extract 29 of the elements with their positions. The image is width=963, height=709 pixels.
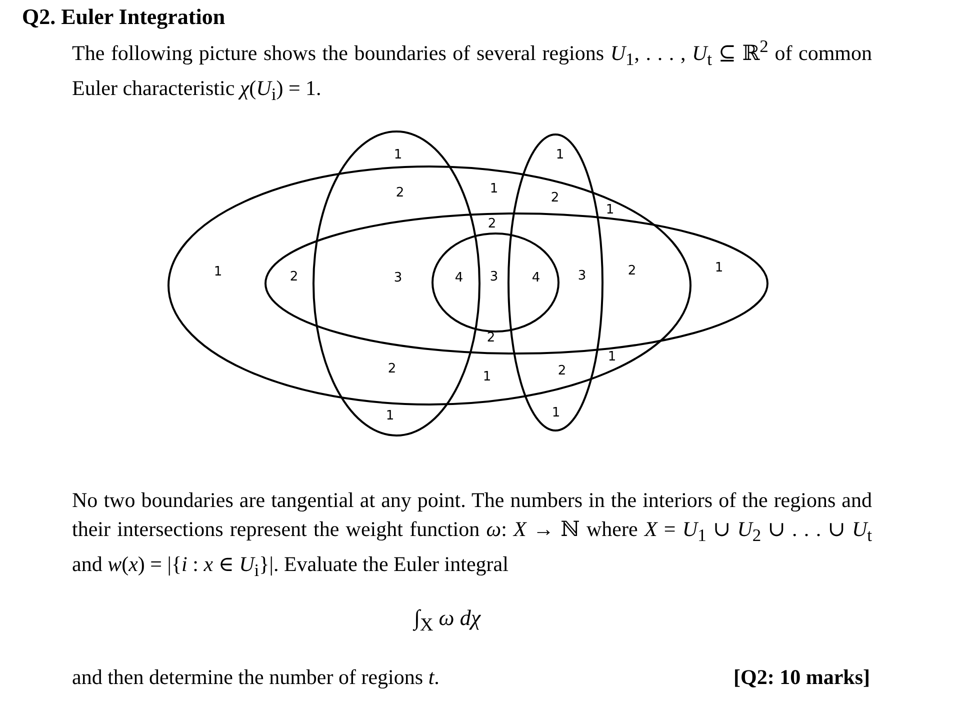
region-weight: 3	[578, 268, 586, 284]
marks-label: [Q2: 10 marks]	[732, 665, 870, 690]
region-weight: 1	[606, 202, 614, 218]
region-weight: 1	[556, 148, 564, 162]
region-weight: 4	[532, 270, 540, 286]
region-weight: 1	[214, 264, 222, 280]
region-weight: 1	[552, 406, 560, 420]
region-weight: 1	[386, 408, 394, 424]
region-weight: 1	[394, 148, 402, 162]
region-weight: 1	[608, 350, 616, 364]
region-weight: 2	[290, 270, 298, 284]
region-weight: 2	[488, 216, 496, 232]
region-weight: 1	[714, 260, 724, 276]
region-weight: 2	[550, 190, 560, 206]
region-weight: 1	[490, 182, 498, 196]
region-weight: 2	[388, 362, 396, 376]
region-weight: 1	[482, 370, 492, 384]
question-paragraph: and then determine the number of regions t.	[72, 665, 440, 690]
question-paragraph: The following picture shows the boundaries of several regions U$_{1}$, . . . , U$_{t}$ ⊆ ℝ$^{2}$ of common Euler characteristic χ(U$_{i}$) = 1.	[72, 35, 872, 106]
region-weight: 2	[486, 330, 496, 346]
question-title: Q2. Euler Integration	[22, 4, 226, 30]
region-weight: 2	[396, 186, 404, 200]
region-weight: 4	[454, 270, 464, 286]
region-weight: 3	[490, 270, 498, 284]
region-weight: 3	[394, 270, 402, 286]
region-weight: 2	[558, 364, 566, 378]
question-paragraph: No two boundaries are tangential at any point. The numbers in the interiors of the regions and their intersections represent the weight function ω: X → ℕ where X = U$_{1}$ ∪ U$_{2}$ ∪ . . . ∪ U$_{t}$ and w(x) = |{i : x ∈ U$_{i}$}|. Evaluate the Euler integral	[72, 487, 872, 582]
region-weight: 2	[628, 264, 636, 278]
euler-integral-formula: ∫$_{X}$ ω dχ	[414, 605, 480, 636]
